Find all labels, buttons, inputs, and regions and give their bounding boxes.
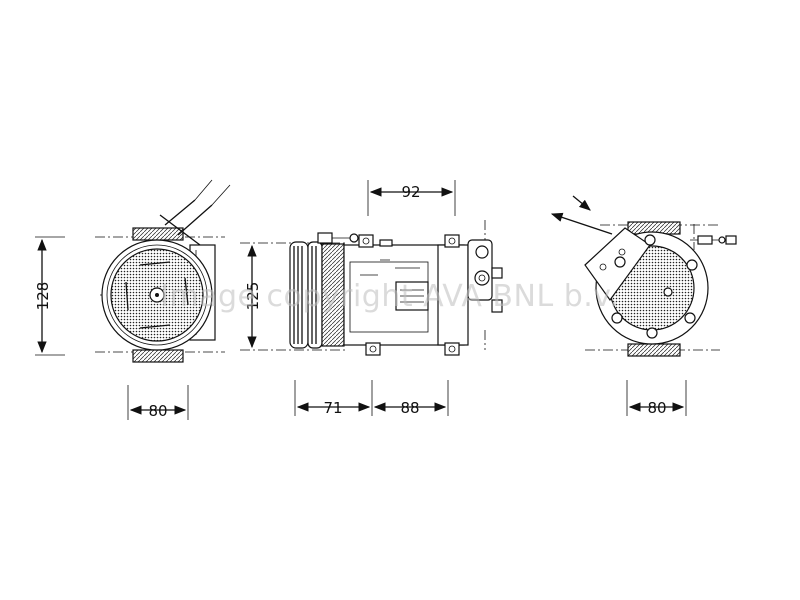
copyright-watermark: Image copyright AVA BNL b.v. bbox=[160, 279, 619, 314]
front-view bbox=[35, 179, 231, 363]
side-right-dimension: 88 bbox=[400, 399, 419, 417]
side-left-dimension: 71 bbox=[323, 399, 342, 417]
front-width-dimension: 80 bbox=[148, 402, 167, 420]
rear-width-dimension: 80 bbox=[647, 399, 666, 417]
side-height-dimension: 125 bbox=[244, 282, 262, 311]
front-width-dimension-lines bbox=[127, 385, 189, 420]
side-top-dimension: 92 bbox=[401, 183, 420, 201]
front-height-dimension: 128 bbox=[34, 282, 52, 311]
side-view bbox=[240, 180, 503, 416]
rear-view bbox=[550, 195, 737, 416]
